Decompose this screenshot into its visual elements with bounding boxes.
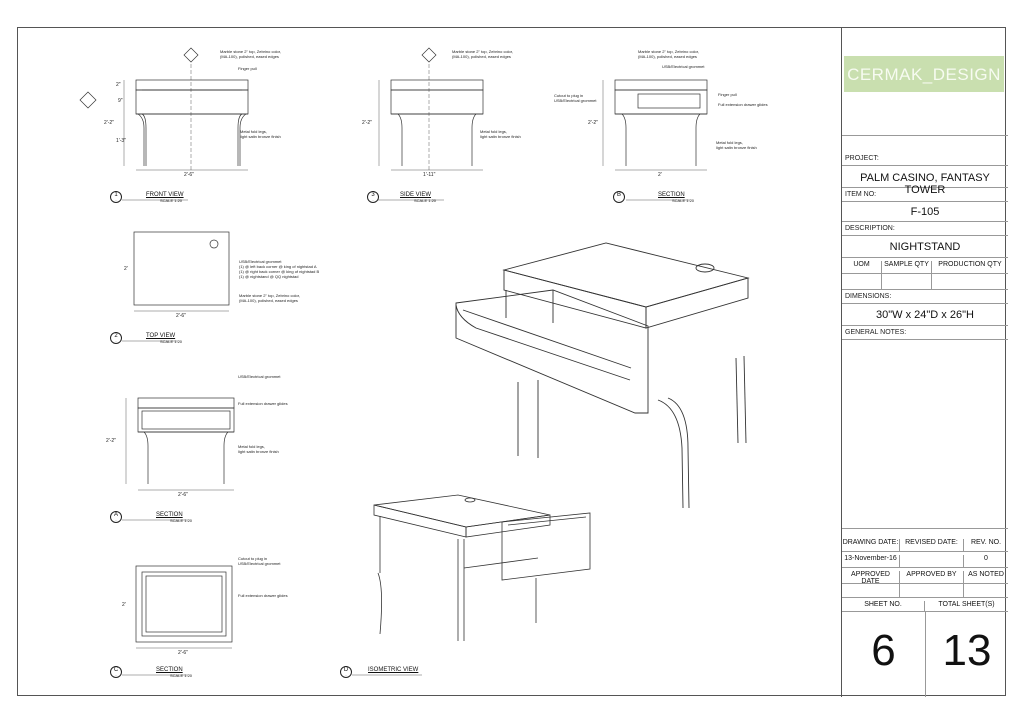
approval-row: APPROVED DATE APPROVED BY AS NOTED — [842, 568, 1008, 585]
qty-value-row — [842, 274, 1008, 290]
total-sheets: 13 — [942, 626, 992, 675]
dim-front-drawer: 9" — [118, 98, 123, 104]
note-marble-side: Marble stone 2" top, Zebrino color, (MA-… — [452, 49, 514, 59]
note-legs-section-a: Metal fold legs, light satin bronze fini… — [238, 444, 279, 454]
description-label: DESCRIPTION: — [842, 222, 1008, 236]
technical-drawing — [79, 47, 750, 676]
note-marble-section-b: Marble stone 2" top, Zebrino color, (MA-… — [638, 49, 700, 59]
dimensions-label: DIMENSIONS: — [842, 290, 1008, 304]
note-finger-pull-front: Finger pull — [238, 66, 257, 71]
dim-section-a-width: 2'-6" — [178, 492, 188, 498]
note-legs-side: Metal fold legs, light satin bronze fini… — [480, 129, 521, 139]
date-header-row: DRAWING DATE: REVISED DATE: REV. NO. — [842, 536, 1008, 552]
isometric-large-figure — [455, 242, 750, 509]
dim-front-top: 2" — [116, 82, 121, 88]
company-logo: CERMAK_DESIGN — [844, 56, 1004, 92]
date-value-row: 13-November-16 0 — [842, 552, 1008, 568]
project-value: PALM CASINO, FANTASY TOWER — [842, 168, 1008, 196]
view-tag-section-a: A- — [110, 511, 122, 523]
section-a-figure — [125, 397, 235, 491]
dim-top-width: 2'-6" — [176, 313, 186, 319]
top-view-figure — [133, 231, 230, 312]
dim-section-c-depth: 2' — [122, 602, 126, 608]
view-title-iso: ISOMETRIC VIEW — [368, 667, 419, 673]
section-b-figure — [602, 79, 708, 171]
description-value: NIGHTSTAND — [842, 236, 1008, 258]
dim-section-b-height: 2'-2" — [588, 120, 598, 126]
sheet-header-row: SHEET NO. TOTAL SHEET(S) — [842, 598, 1008, 612]
view-tag-section-c: C- — [110, 666, 122, 678]
note-glides-section-b: Full extension drawer glides — [718, 102, 768, 107]
note-finger-pull-section-b: Finger pull — [718, 92, 737, 97]
dim-section-b-width: 2' — [658, 172, 662, 178]
general-notes-label: GENERAL NOTES: — [842, 326, 1008, 340]
note-legs-front: Metal fold legs, light satin bronze fini… — [240, 129, 281, 139]
front-view-figure — [79, 47, 249, 171]
dim-side-width: 1'-11" — [423, 172, 436, 178]
note-glides-section-a: Full extension drawer glides — [238, 401, 288, 406]
note-legs-section-b: Metal fold legs, light satin bronze fini… — [716, 140, 757, 150]
dim-front-height: 2'-2" — [104, 120, 114, 126]
note-usb-section-a: USB/Electrical grommet — [238, 374, 281, 379]
view-tag-iso: D- — [340, 666, 352, 678]
section-c-figure — [135, 565, 233, 649]
dim-side-height: 2'-2" — [362, 120, 372, 126]
note-cutout-section-c: Cutout to plug in USB/Electrical grommet — [238, 556, 281, 566]
item-no-label: ITEM NO: — [842, 188, 1008, 202]
view-tag-top: 2- — [110, 332, 122, 344]
project-label: PROJECT: — [842, 152, 1008, 166]
qty-header-row: UOM SAMPLE QTY PRODUCTION QTY — [842, 258, 1008, 274]
approval-value-row — [842, 584, 1008, 598]
dim-front-leg: 1'-3" — [116, 138, 126, 144]
note-marble-top: Marble stone 2" top, Zebrino color, (MA-… — [239, 293, 301, 303]
note-usb-top: USB/Electrical grommet (1) @ left back c… — [239, 259, 320, 279]
dim-front-width: 2'-6" — [184, 172, 194, 178]
dim-top-depth: 2' — [124, 266, 128, 272]
item-no-value: F-105 — [842, 202, 1008, 222]
view-tag-front: 1- — [110, 191, 122, 203]
note-cutout-section-b: Cutout to plug in USB/Electrical grommet — [554, 93, 597, 103]
view-tag-side: 3- — [367, 191, 379, 203]
note-usb-section-b: USB/Electrical grommet — [662, 64, 705, 69]
note-glides-section-c: Full extension drawer glides — [238, 593, 288, 598]
dimensions-value: 30"W x 24"D x 26"H — [842, 304, 1008, 326]
dim-section-c-width: 2'-6" — [178, 650, 188, 656]
dim-section-a-height: 2'-2" — [106, 438, 116, 444]
view-tag-section-b: B- — [613, 191, 625, 203]
title-block: CERMAK_DESIGN PROJECT: PALM CASINO, FANT… — [841, 28, 1008, 697]
side-view-figure — [378, 47, 484, 171]
note-marble-front: Marble stone 2" top, Zebrino color, (MA-… — [220, 49, 282, 59]
sheet-number: 6 — [871, 626, 896, 675]
isometric-small-figure — [373, 494, 591, 641]
